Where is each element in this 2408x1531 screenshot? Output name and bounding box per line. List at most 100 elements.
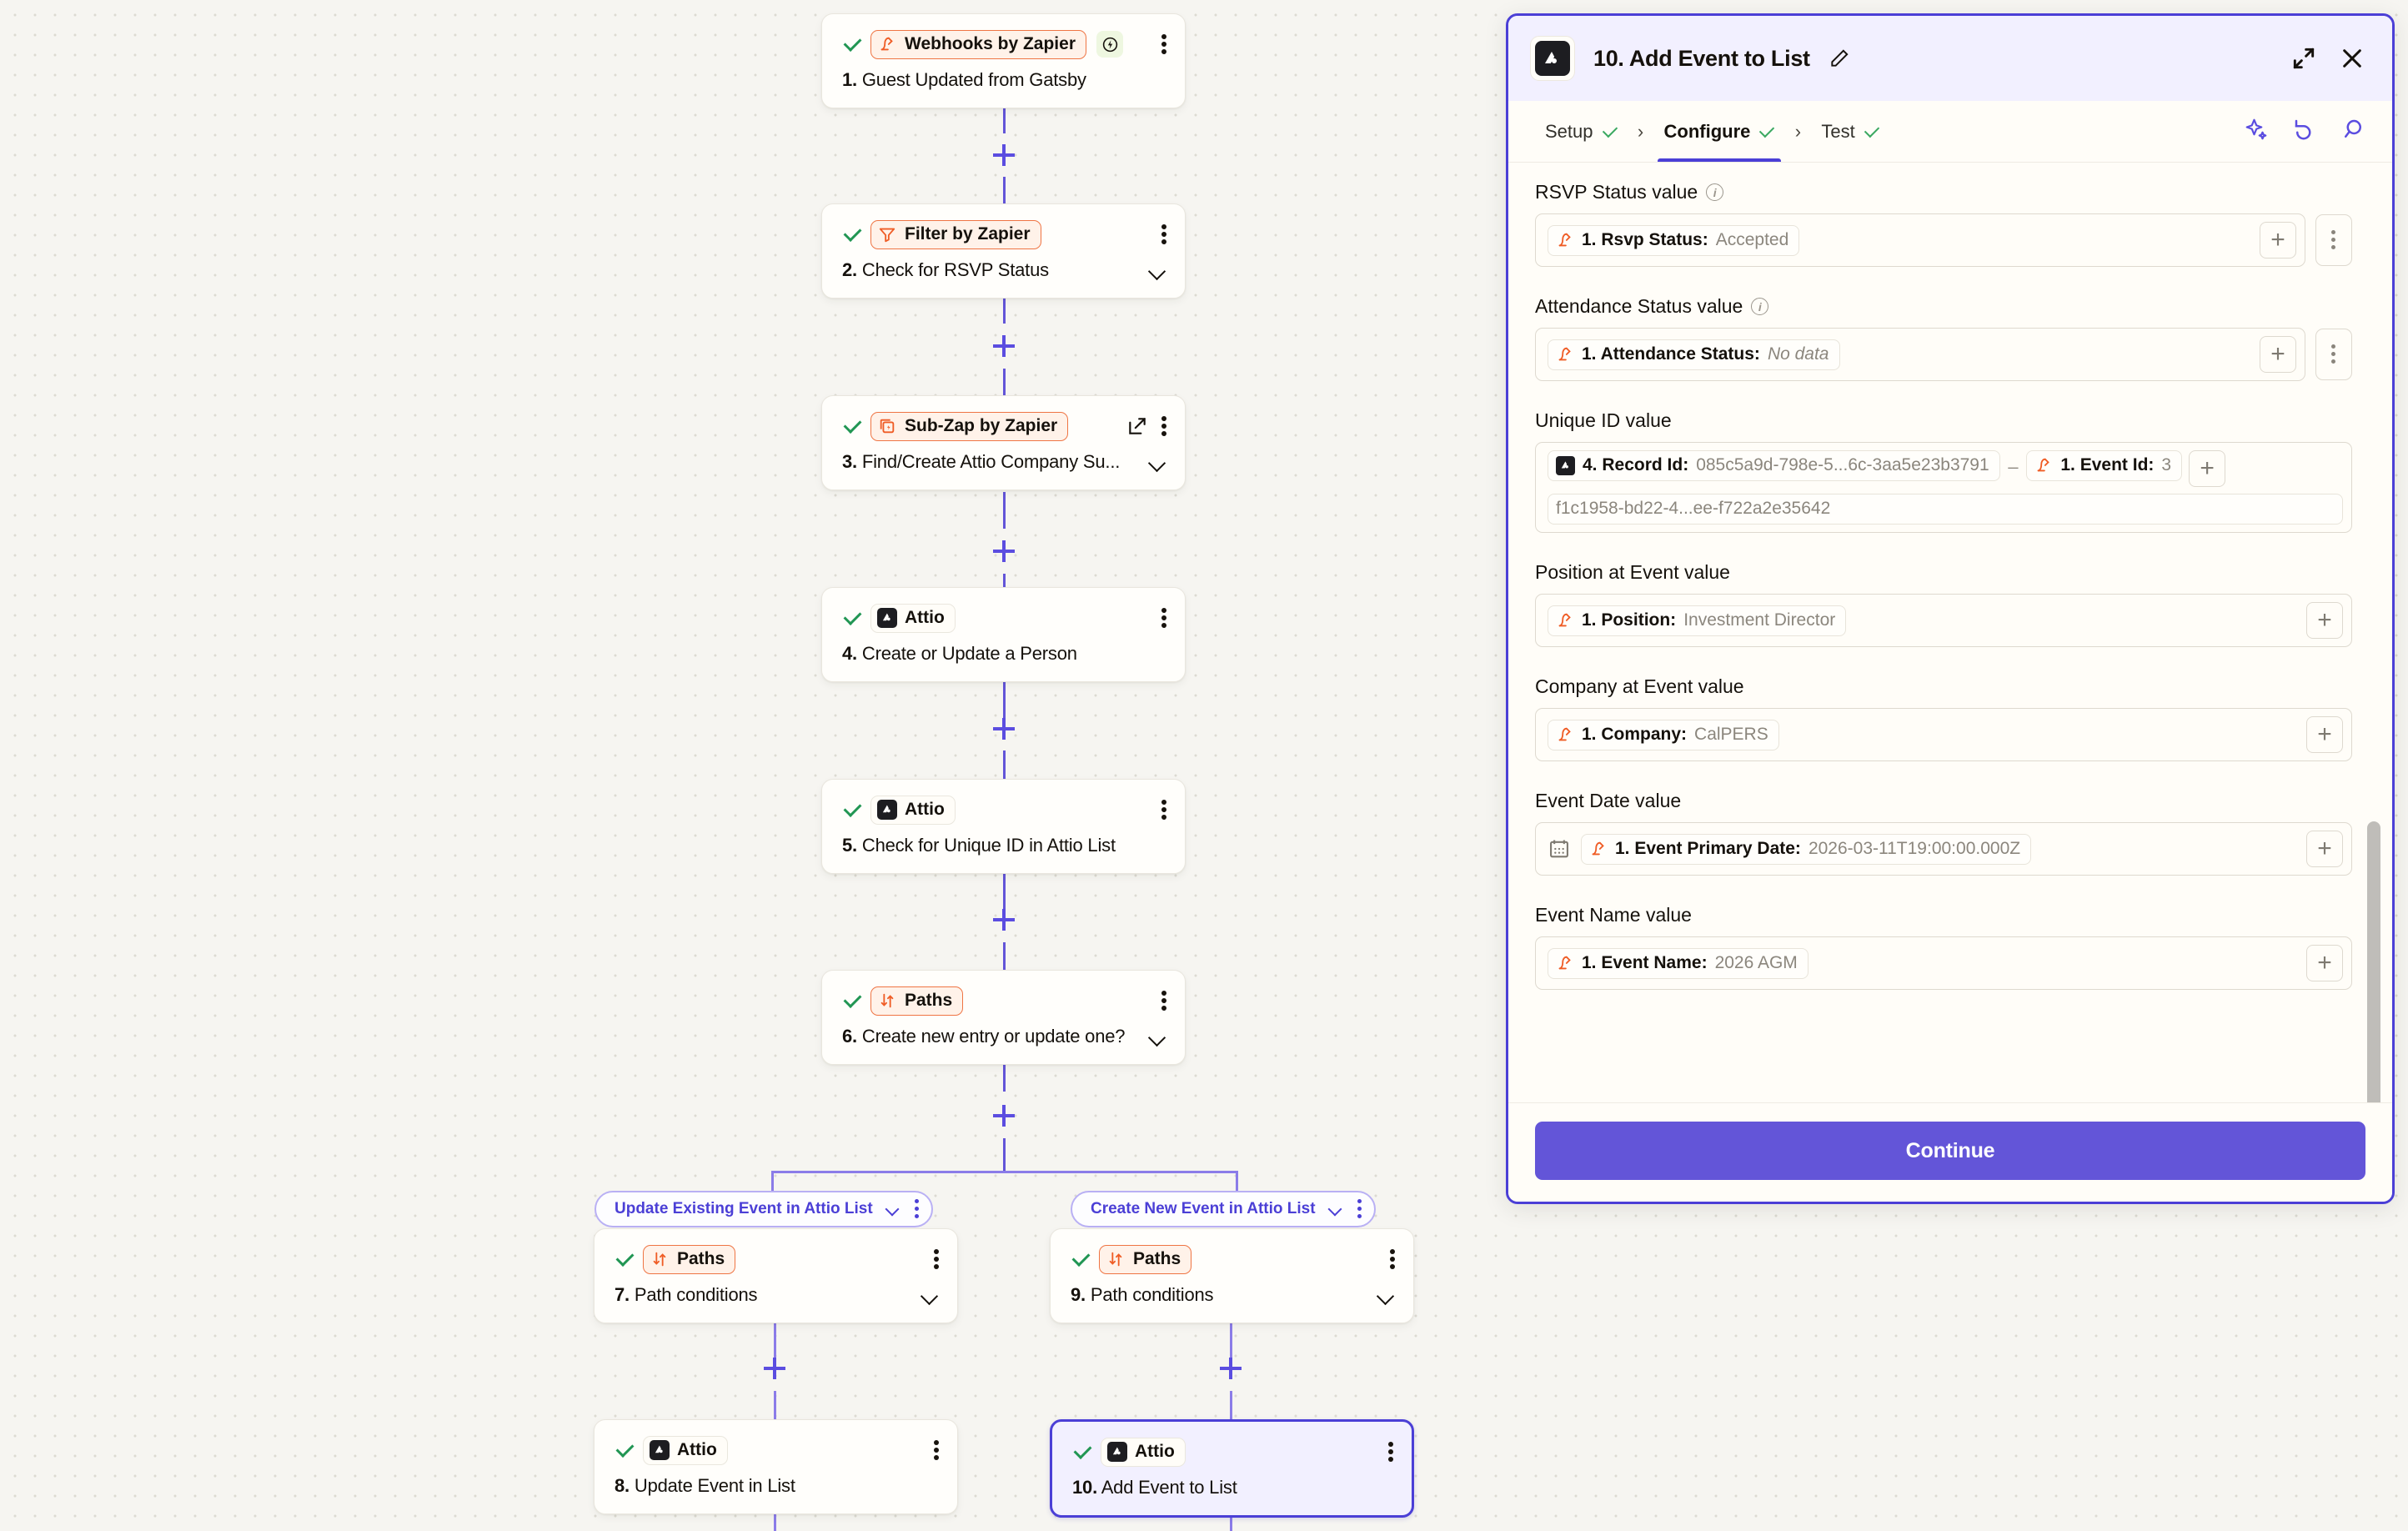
data-token[interactable]: 1. Event Id: 3 [2026, 450, 2183, 481]
connector-line [1003, 873, 1006, 909]
app-chip[interactable]: Attio [870, 603, 956, 633]
add-field-button[interactable]: + [2306, 831, 2343, 867]
chevron-down-icon[interactable] [885, 1204, 903, 1214]
search-icon[interactable] [2340, 117, 2365, 146]
app-chip[interactable]: Paths [1099, 1244, 1192, 1274]
add-field-button[interactable]: + [2306, 945, 2343, 981]
add-field-button[interactable]: + [2306, 716, 2343, 753]
workflow-node-3[interactable]: Sub-Zap by Zapier 3. Find/Create Attio C… [821, 395, 1186, 490]
step-config-panel[interactable]: 10. Add Event to List Setup › [1506, 13, 2395, 1204]
data-token[interactable]: 1. Company: CalPERS [1548, 719, 1779, 750]
chevron-down-icon[interactable] [1148, 1032, 1166, 1042]
add-step-button[interactable] [993, 540, 1015, 562]
workflow-node-2[interactable]: Filter by Zapier 2. Check for RSVP Statu… [821, 203, 1186, 299]
add-field-button[interactable]: + [2260, 336, 2296, 373]
tab-test[interactable]: Test [1809, 101, 1890, 162]
app-chip[interactable]: Attio [870, 795, 956, 825]
data-token-overflow[interactable]: f1c1958-bd22-4...ee-f722a2e35642 [1548, 494, 2343, 525]
add-step-button[interactable] [764, 1358, 785, 1379]
workflow-node-5[interactable]: Attio 5. Check for Unique ID in Attio Li… [821, 779, 1186, 874]
app-chip[interactable]: Sub-Zap by Zapier [870, 411, 1069, 441]
chevron-down-icon[interactable] [921, 1290, 939, 1300]
add-step-button[interactable] [993, 335, 1015, 357]
chevron-down-icon[interactable] [1377, 1290, 1395, 1300]
chevron-down-icon[interactable] [1148, 265, 1166, 275]
pencil-icon[interactable] [1829, 48, 1850, 69]
data-token[interactable]: 4. Record Id: 085c5a9d-798e-5...6c-3aa5e… [1548, 450, 2000, 481]
expand-icon[interactable] [2290, 45, 2317, 72]
add-step-button[interactable] [993, 718, 1015, 740]
calendar-icon[interactable] [1548, 837, 1571, 861]
data-token[interactable]: 1. Event Primary Date: 2026-03-11T19:00:… [1581, 833, 2032, 865]
data-token[interactable]: 1. Attendance Status: No data [1548, 339, 1840, 370]
node-menu-button[interactable] [1161, 414, 1166, 438]
app-chip[interactable]: Webhooks by Zapier [870, 29, 1086, 59]
workflow-node-8[interactable]: Attio 8. Update Event in List [594, 1419, 958, 1514]
field-menu-button[interactable] [2315, 329, 2352, 380]
workflow-node-1[interactable]: Webhooks by Zapier 1. Guest Updated from… [821, 13, 1186, 108]
position-input[interactable]: 1. Position: Investment Director + [1535, 594, 2352, 647]
path-label-update-existing[interactable]: Update Existing Event in Attio List [594, 1191, 933, 1227]
rsvp-status-input[interactable]: 1. Rsvp Status: Accepted + [1535, 213, 2305, 267]
info-icon[interactable]: i [1751, 298, 1769, 315]
status-check-icon [1072, 1443, 1091, 1461]
status-check-icon [1071, 1250, 1089, 1268]
node-menu-button[interactable] [1390, 1247, 1395, 1271]
workflow-node-10[interactable]: Attio 10. Add Event to List [1050, 1419, 1414, 1518]
close-icon[interactable] [2339, 45, 2365, 72]
add-field-button[interactable]: + [2260, 222, 2296, 259]
continue-button[interactable]: Continue [1535, 1122, 2365, 1180]
instant-bolt-icon [1096, 31, 1123, 58]
add-step-button[interactable] [993, 909, 1015, 931]
app-chip[interactable]: Attio [1101, 1437, 1186, 1467]
undo-icon[interactable] [2292, 117, 2317, 146]
field-menu-button[interactable] [2315, 214, 2352, 266]
company-input[interactable]: 1. Company: CalPERS + [1535, 708, 2352, 761]
node-number: 6. [842, 1026, 857, 1047]
node-menu-button[interactable] [1161, 989, 1166, 1012]
node-menu-button[interactable] [934, 1247, 939, 1271]
open-external-icon[interactable] [1126, 415, 1148, 437]
event-name-input[interactable]: 1. Event Name: 2026 AGM + [1535, 936, 2352, 990]
path-menu-button[interactable] [914, 1197, 920, 1221]
panel-scrollbar[interactable] [2367, 821, 2380, 1102]
event-date-input[interactable]: 1. Event Primary Date: 2026-03-11T19:00:… [1535, 822, 2352, 876]
chevron-down-icon[interactable] [1327, 1204, 1346, 1214]
chevron-down-icon[interactable] [1148, 457, 1166, 467]
tab-configure[interactable]: Configure [1653, 101, 1787, 162]
attendance-status-input[interactable]: 1. Attendance Status: No data + [1535, 328, 2305, 381]
app-chip[interactable]: Filter by Zapier [870, 219, 1041, 249]
attio-icon [877, 607, 897, 628]
tab-setup[interactable]: Setup [1533, 101, 1629, 162]
path-label-create-new[interactable]: Create New Event in Attio List [1071, 1191, 1376, 1227]
app-chip[interactable]: Paths [643, 1244, 736, 1274]
path-menu-button[interactable] [1357, 1197, 1362, 1221]
unique-id-input[interactable]: 4. Record Id: 085c5a9d-798e-5...6c-3aa5e… [1535, 442, 2352, 533]
node-menu-button[interactable] [1161, 223, 1166, 246]
data-token[interactable]: 1. Position: Investment Director [1548, 605, 1847, 636]
add-step-button[interactable] [993, 144, 1015, 166]
info-icon[interactable]: i [1706, 183, 1724, 201]
node-menu-button[interactable] [934, 1438, 939, 1462]
workflow-node-6[interactable]: Paths 6. Create new entry or update one? [821, 970, 1186, 1065]
node-menu-button[interactable] [1161, 33, 1166, 56]
data-token[interactable]: 1. Event Name: 2026 AGM [1548, 947, 1809, 979]
workflow-node-9[interactable]: Paths 9. Path conditions [1050, 1228, 1414, 1323]
workflow-node-4[interactable]: Attio 4. Create or Update a Person [821, 587, 1186, 682]
add-step-button[interactable] [1220, 1358, 1242, 1379]
panel-tabbar[interactable]: Setup › Configure › Test [1508, 101, 2392, 163]
workflow-node-7[interactable]: Paths 7. Path conditions [594, 1228, 958, 1323]
node-menu-button[interactable] [1161, 606, 1166, 630]
panel-body[interactable]: RSVP Status value i 1. Rsvp Status: Acce… [1508, 163, 2392, 1102]
token-value: 3 [2161, 455, 2172, 474]
node-title: 2. Check for RSVP Status [842, 259, 1166, 281]
data-token[interactable]: 1. Rsvp Status: Accepted [1548, 224, 1800, 256]
ai-sparkle-icon[interactable] [2244, 117, 2269, 146]
app-chip[interactable]: Attio [643, 1435, 728, 1465]
app-chip[interactable]: Paths [870, 986, 964, 1016]
add-field-button[interactable]: + [2306, 602, 2343, 639]
node-menu-button[interactable] [1161, 798, 1166, 821]
add-step-button[interactable] [993, 1105, 1015, 1127]
node-menu-button[interactable] [1388, 1440, 1393, 1463]
add-field-button[interactable]: + [2189, 450, 2226, 487]
